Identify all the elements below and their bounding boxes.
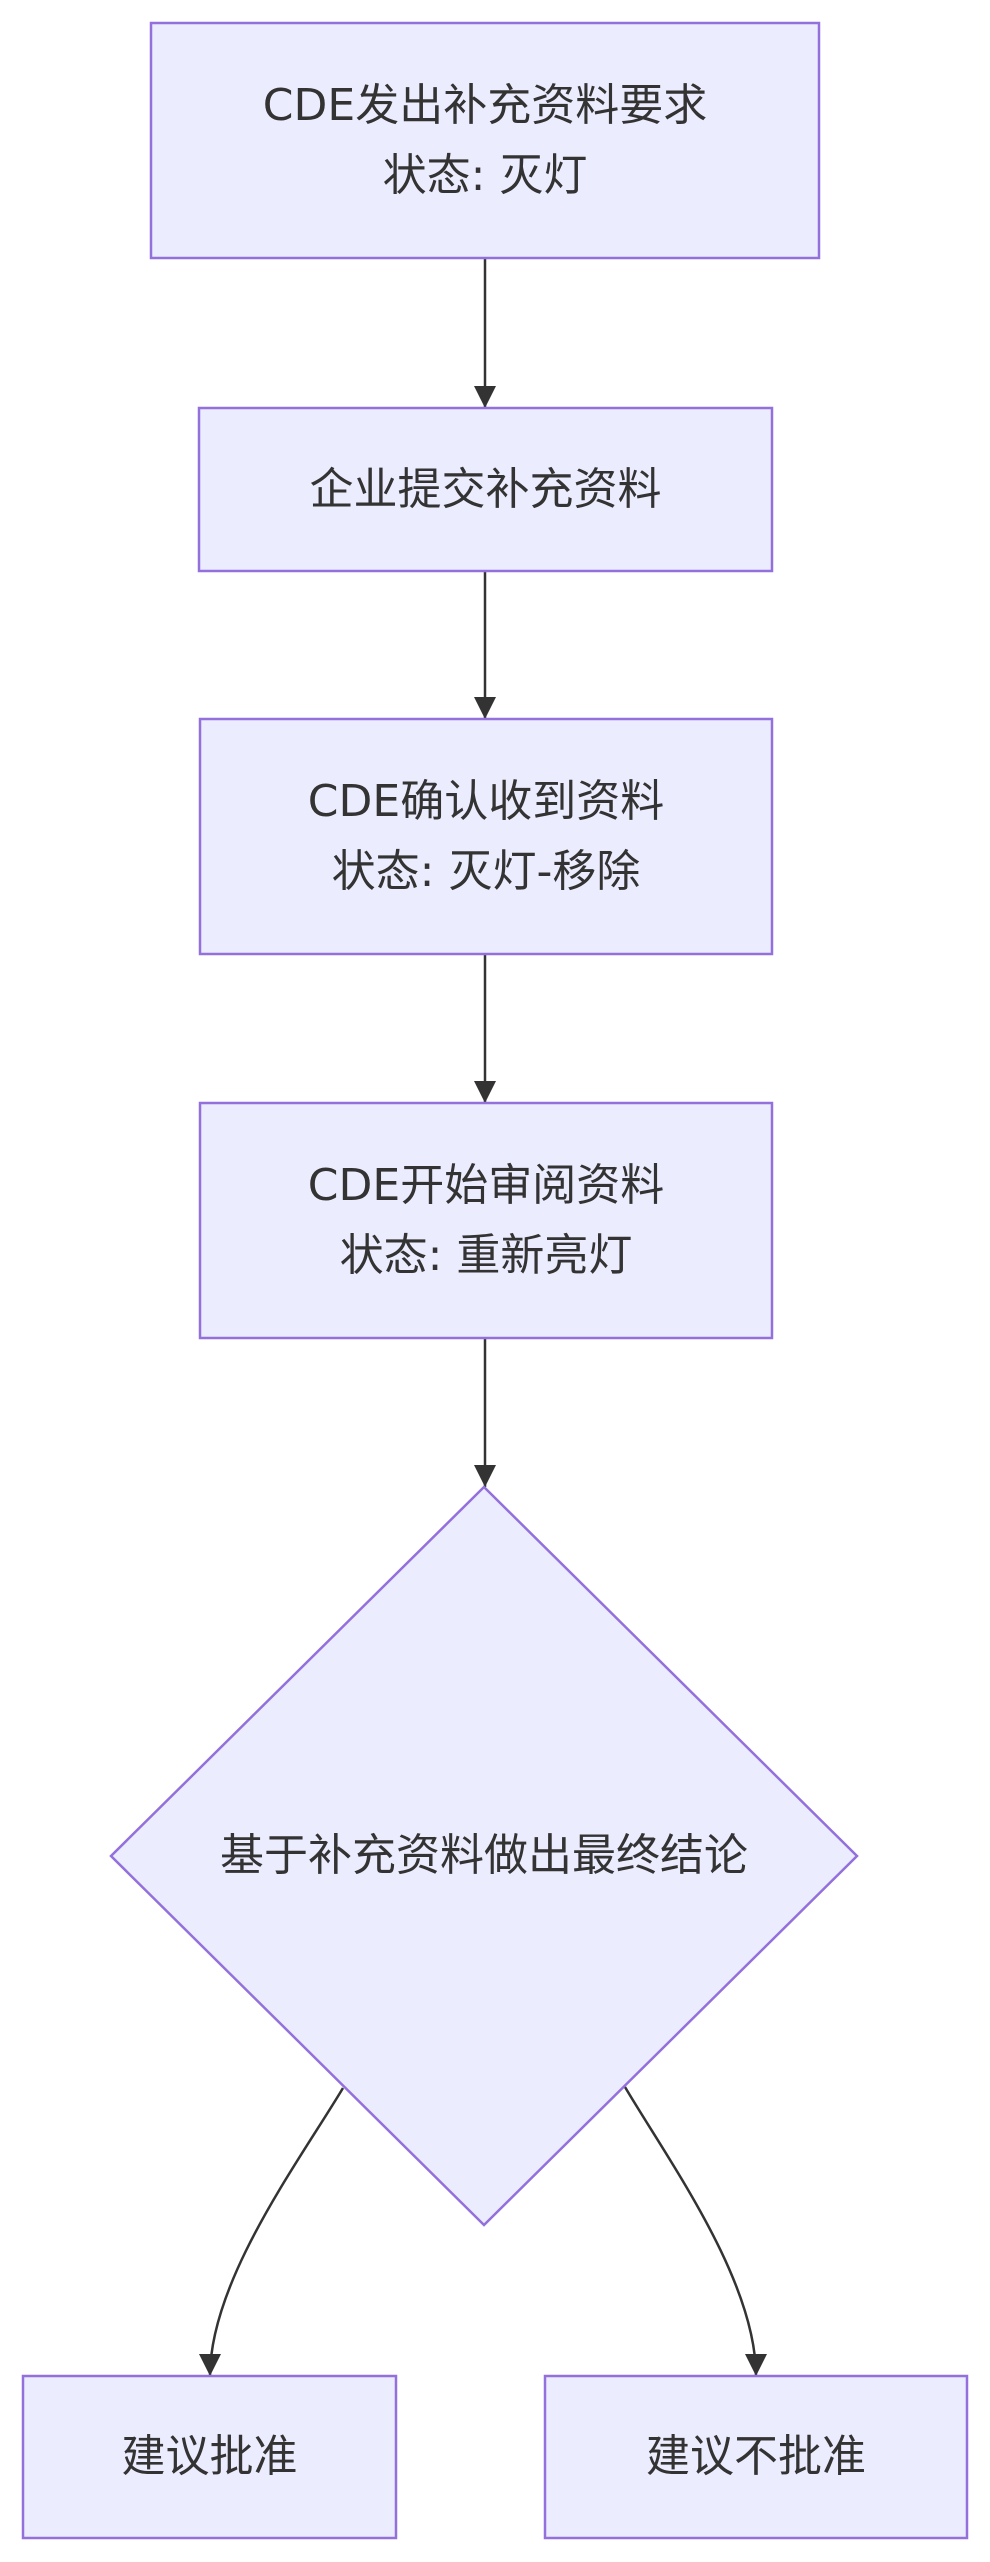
node-label-line: 建议批准 <box>121 2431 298 2482</box>
arrowhead-icon <box>745 2354 767 2376</box>
node-label-line: 状态: 重新亮灯 <box>339 1229 633 1281</box>
nodes-layer <box>21 21 969 2540</box>
process-node-shape <box>543 2374 969 2540</box>
edge-n5-to-n6 <box>199 2087 345 2377</box>
node-label-line: 状态: 灭灯 <box>382 149 588 201</box>
arrowhead-icon <box>474 1465 496 1487</box>
node-label-line: 企业提交补充资料 <box>309 463 662 515</box>
arrowhead-icon <box>474 386 496 408</box>
process-node-shape <box>198 1101 774 1340</box>
node-label-line: CDE确认收到资料 <box>307 775 665 827</box>
edges-layer <box>199 258 767 2377</box>
node-n1-label: CDE发出补充资料要求状态: 灭灯 <box>151 23 819 258</box>
edge-n1-to-n2 <box>474 258 496 408</box>
node-n7-label: 建议不批准 <box>545 2376 967 2538</box>
node-label-line: 状态: 灭灯-移除 <box>331 845 641 897</box>
node-n6-label: 建议批准 <box>23 2376 396 2538</box>
process-node-shape <box>198 717 774 956</box>
edge-line <box>623 2086 758 2377</box>
edge-line <box>208 2087 345 2377</box>
decision-node-shape <box>109 1485 859 2227</box>
node-n5-label: 基于补充资料做出最终结论 <box>111 1487 857 2225</box>
node-n3-label: CDE确认收到资料状态: 灭灯-移除 <box>200 719 772 954</box>
process-node-shape <box>197 406 774 573</box>
edge-n4-to-n5 <box>474 1338 496 1487</box>
edge-n2-to-n3 <box>474 571 496 719</box>
node-label-line: CDE发出补充资料要求 <box>262 79 708 131</box>
arrowhead-icon <box>199 2354 221 2376</box>
node-label-line: CDE开始审阅资料 <box>307 1159 665 1211</box>
edge-n5-to-n7 <box>623 2086 767 2377</box>
process-node-shape <box>149 21 821 260</box>
edge-n3-to-n4 <box>474 954 496 1103</box>
arrowhead-icon <box>474 697 496 719</box>
node-n4-label: CDE开始审阅资料状态: 重新亮灯 <box>200 1103 772 1338</box>
node-label-line: 基于补充资料做出最终结论 <box>220 1830 748 1881</box>
arrowhead-icon <box>474 1081 496 1103</box>
node-label-line: 建议不批准 <box>646 2431 866 2482</box>
process-node-shape <box>21 2374 398 2540</box>
node-n2-label: 企业提交补充资料 <box>199 408 772 571</box>
